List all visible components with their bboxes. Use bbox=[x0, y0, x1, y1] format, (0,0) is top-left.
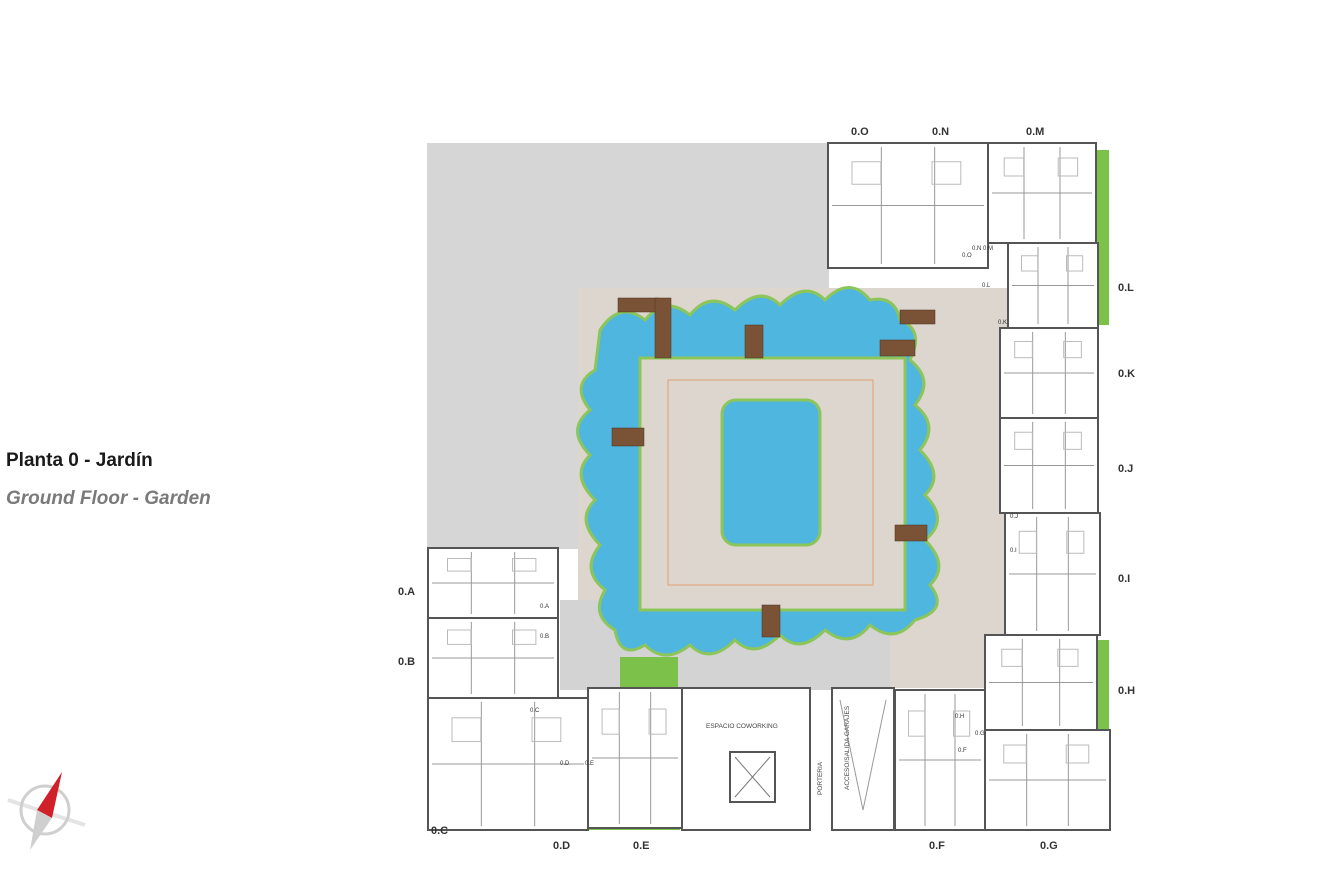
compass-icon bbox=[7, 772, 86, 850]
wooden-deck bbox=[761, 604, 781, 638]
door-tag: 0.L bbox=[982, 283, 991, 289]
furniture bbox=[1063, 431, 1082, 450]
furniture bbox=[931, 161, 962, 185]
wooden-deck bbox=[611, 427, 645, 447]
unit-label: 0.D bbox=[553, 840, 570, 852]
door-tag: 0.H bbox=[955, 714, 964, 720]
wooden-deck bbox=[617, 297, 659, 313]
garden-strip bbox=[1097, 640, 1109, 730]
garden-strip bbox=[1097, 150, 1109, 325]
room-label-coworking: ESPACIO COWORKING bbox=[706, 723, 778, 730]
furniture bbox=[512, 629, 537, 645]
furniture bbox=[1021, 255, 1039, 272]
door-tag: 0.G bbox=[975, 731, 985, 737]
door-tag: 0.O bbox=[962, 253, 972, 259]
furniture bbox=[447, 558, 472, 572]
room-label-porteria: PORTERIA bbox=[817, 761, 824, 795]
wooden-deck bbox=[899, 309, 936, 325]
furniture bbox=[1066, 255, 1084, 272]
door-tag: 0.C bbox=[530, 708, 540, 714]
ramp-line bbox=[839, 699, 864, 811]
door-tag: 0.E bbox=[585, 761, 594, 767]
door-tag: 0.I bbox=[1010, 548, 1017, 554]
unit-label: 0.B bbox=[398, 656, 415, 668]
unit-label: 0.M bbox=[1026, 126, 1044, 138]
furniture bbox=[908, 710, 926, 737]
wooden-deck bbox=[879, 339, 916, 357]
room-label-garage: ACCESO/SALIDA GARAJES bbox=[844, 705, 851, 790]
unit-label: 0.N bbox=[932, 126, 949, 138]
furniture bbox=[531, 717, 562, 743]
furniture bbox=[953, 710, 971, 737]
furniture bbox=[648, 708, 667, 735]
unit-label: 0.J bbox=[1118, 463, 1133, 475]
door-tag: 0.J bbox=[1010, 514, 1018, 520]
wooden-deck bbox=[744, 324, 764, 359]
door-tag: 0.B bbox=[540, 634, 549, 640]
ramp-line bbox=[862, 699, 887, 811]
unit-label: 0.A bbox=[398, 586, 415, 598]
wooden-deck bbox=[654, 297, 672, 359]
door-tag: 0.N 0.M bbox=[972, 246, 993, 252]
furniture bbox=[1014, 431, 1033, 450]
furniture bbox=[1065, 744, 1090, 764]
furniture bbox=[512, 558, 537, 572]
unit-label: 0.C bbox=[431, 825, 448, 837]
stair-cross bbox=[734, 756, 771, 798]
furniture bbox=[1018, 530, 1037, 554]
furniture bbox=[1057, 648, 1079, 667]
plan-subtitle: Ground Floor - Garden bbox=[6, 488, 211, 509]
furniture bbox=[1001, 648, 1023, 667]
wooden-decks bbox=[611, 297, 936, 638]
wooden-deck bbox=[894, 524, 928, 542]
plan-title: Planta 0 - Jardín bbox=[6, 450, 153, 471]
unit-label: 0.L bbox=[1118, 282, 1134, 294]
furniture bbox=[1014, 341, 1033, 359]
furniture bbox=[1057, 157, 1079, 177]
door-tag: 0.D bbox=[560, 761, 570, 767]
unit-label: 0.E bbox=[633, 840, 650, 852]
furniture bbox=[1003, 744, 1027, 764]
furniture bbox=[601, 708, 620, 735]
central-pool bbox=[720, 398, 822, 547]
furniture bbox=[1003, 157, 1025, 177]
unit-label: 0.I bbox=[1118, 573, 1130, 585]
central-terrace-border bbox=[667, 379, 874, 586]
furniture bbox=[1066, 530, 1085, 554]
apartment-blocks bbox=[427, 142, 1111, 831]
unit-label: 0.K bbox=[1118, 368, 1135, 380]
door-tag: 0.K bbox=[998, 320, 1007, 326]
unit-label: 0.F bbox=[929, 840, 945, 852]
unit-label: 0.H bbox=[1118, 685, 1135, 697]
garden-strip bbox=[620, 657, 678, 687]
unit-label: 0.G bbox=[1040, 840, 1058, 852]
unit-label: 0.O bbox=[851, 126, 869, 138]
furniture bbox=[1063, 341, 1082, 359]
door-tag: 0.A bbox=[540, 604, 549, 610]
door-tag: 0.F bbox=[958, 748, 967, 754]
furniture bbox=[851, 161, 882, 185]
furniture bbox=[447, 629, 472, 645]
furniture bbox=[451, 717, 482, 743]
